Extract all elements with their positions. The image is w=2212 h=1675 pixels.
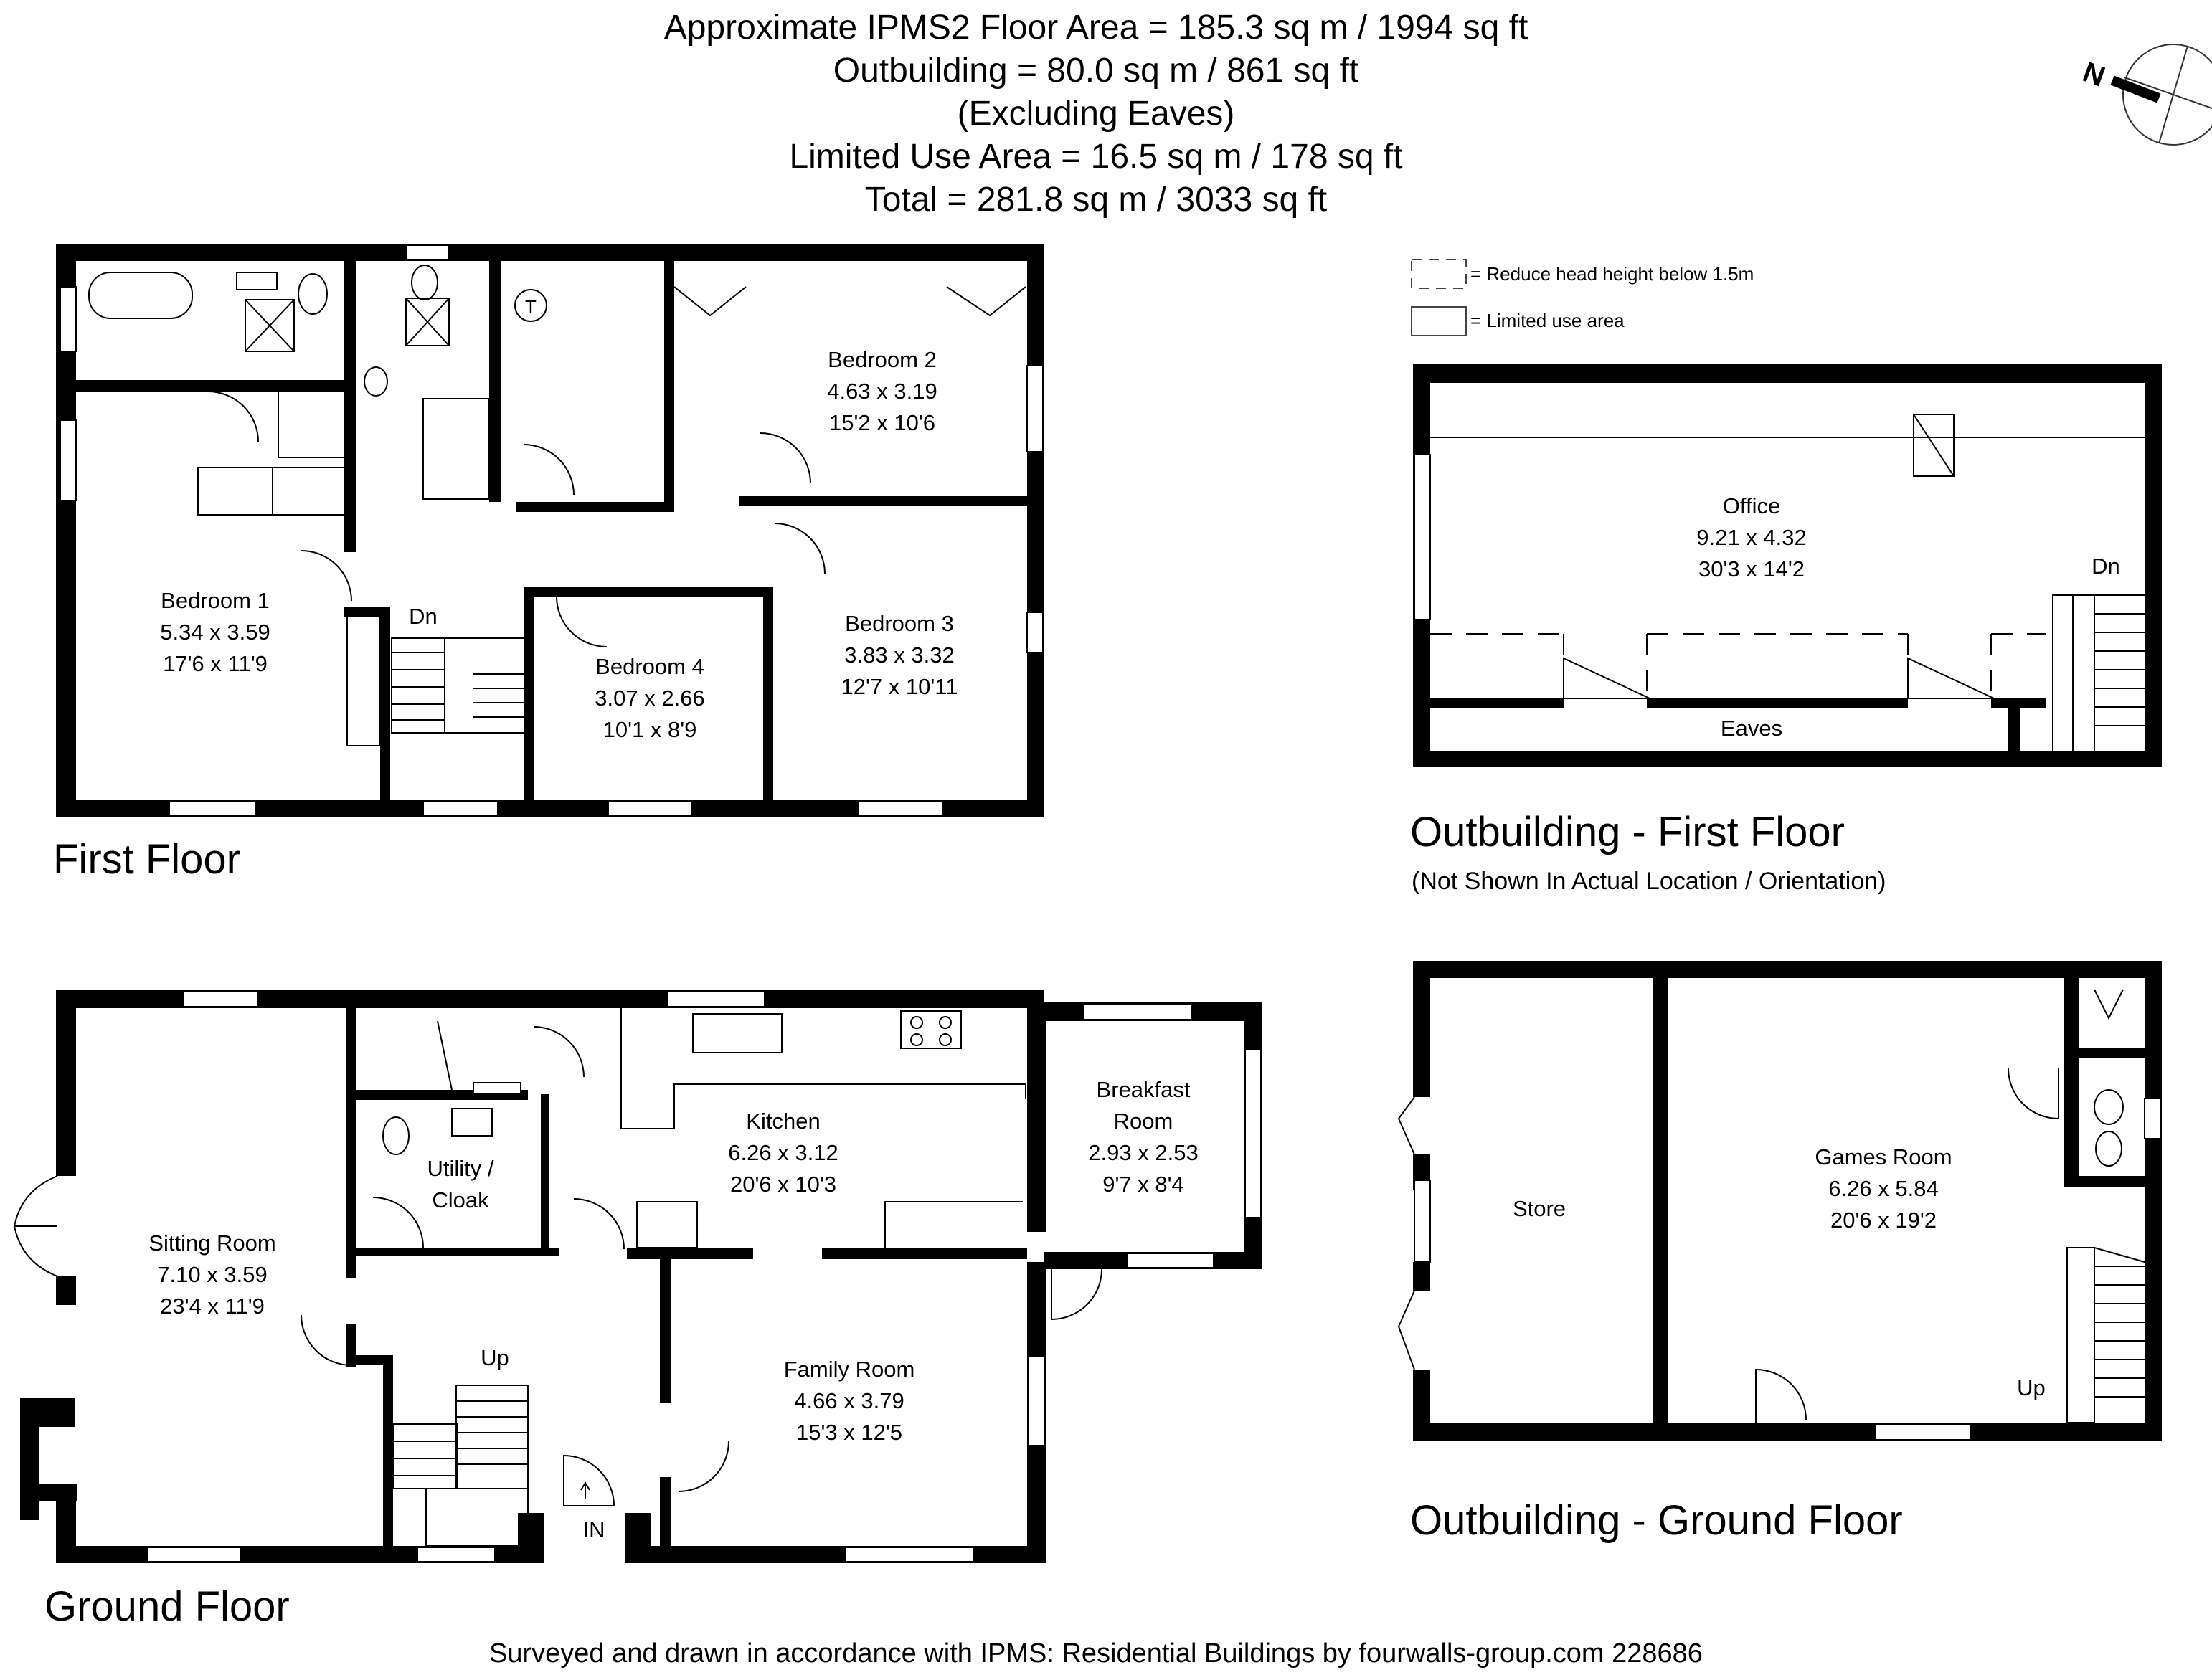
outbuilding-ground-stairs (2066, 1247, 2095, 1423)
header-line-3: (Excluding Eaves) (958, 95, 1235, 133)
hob-icon (900, 1010, 962, 1049)
breakfast-room-name-1: Breakfast (1097, 1077, 1191, 1102)
sitting-room-imperial: 23'4 x 11'9 (160, 1294, 265, 1319)
sink-icon (692, 1013, 783, 1053)
shower-icon (278, 391, 345, 458)
kitchen-name: Kitchen (746, 1109, 820, 1134)
water-tank-label: T (525, 296, 537, 318)
header-line-4: Limited Use Area = 16.5 sq m / 178 sq ft (789, 138, 1402, 176)
basin-icon (236, 272, 278, 290)
utility-name-2: Cloak (432, 1187, 489, 1213)
shower-icon-3 (2094, 989, 2124, 1020)
bedroom1-imperial: 17'6 x 11'9 (163, 651, 268, 676)
bedroom2-metric: 4.63 x 3.19 (827, 379, 937, 404)
outbuilding-first-windows (1414, 454, 1431, 620)
games-room-name: Games Room (1815, 1144, 1952, 1169)
bedroom4-metric: 3.07 x 2.66 (595, 685, 704, 711)
header-line-2: Outbuilding = 80.0 sq m / 861 sq ft (833, 52, 1358, 90)
outbuilding-ground-labels: Store Games Room 6.26 x 5.84 20'6 x 19'2… (1513, 1144, 2046, 1400)
legend: = Reduce head height below 1.5m = Limite… (1411, 259, 1754, 336)
first-floor-plan: Bedroom 1 5.34 x 3.59 17'6 x 11'9 Bedroo… (53, 244, 1044, 883)
ground-floor-labels: Sitting Room 7.10 x 3.59 23'4 x 11'9 Kit… (148, 1077, 1198, 1542)
ground-floor-windows (147, 990, 1262, 1562)
ground-floor-stair-label: Up (481, 1345, 509, 1370)
basin-icon-4 (2094, 1089, 2124, 1125)
header-line-1: Approximate IPMS2 Floor Area = 185.3 sq … (664, 9, 1528, 47)
ground-floor-plan: Sitting Room 7.10 x 3.59 23'4 x 11'9 Kit… (13, 990, 1262, 1630)
first-floor-title: First Floor (53, 836, 240, 883)
area-summary: Approximate IPMS2 Floor Area = 185.3 sq … (664, 9, 1528, 219)
outbuilding-first-labels: Office 9.21 x 4.32 30'3 x 14'2 Eaves Dn (1696, 493, 2120, 741)
family-room-metric: 4.66 x 3.79 (794, 1388, 904, 1413)
family-room-name: Family Room (784, 1357, 915, 1382)
outbuilding-ground-fixtures (1397, 989, 2145, 1423)
bedroom1-metric: 5.34 x 3.59 (160, 620, 270, 645)
breakfast-room-metric: 2.93 x 2.53 (1088, 1140, 1198, 1165)
outbuilding-first-stair-label: Dn (2092, 554, 2120, 579)
bedroom2-name: Bedroom 2 (828, 347, 937, 372)
bath-icon (88, 272, 193, 319)
first-floor-windows (60, 245, 1044, 817)
office-metric: 9.21 x 4.32 (1696, 525, 1806, 550)
compass-north-label: N (2079, 56, 2109, 92)
survey-credit: Surveyed and drawn in accordance with IP… (489, 1638, 1703, 1669)
family-room-imperial: 15'3 x 12'5 (796, 1420, 902, 1445)
entrance-label: IN (583, 1517, 605, 1542)
eaves-label: Eaves (1721, 716, 1782, 741)
first-floor-walls (56, 244, 1044, 817)
outbuilding-first-fixtures (1430, 414, 2145, 752)
ground-floor-title: Ground Floor (44, 1583, 290, 1630)
first-floor-labels: Bedroom 1 5.34 x 3.59 17'6 x 11'9 Bedroo… (160, 296, 958, 742)
breakfast-room-imperial: 9'7 x 8'4 (1102, 1172, 1184, 1197)
bedroom2-imperial: 15'2 x 10'6 (829, 410, 935, 435)
outbuilding-ground-floor-plan: Store Games Room 6.26 x 5.84 20'6 x 19'2… (1397, 961, 2162, 1544)
office-imperial: 30'3 x 14'2 (1698, 556, 1805, 582)
games-room-imperial: 20'6 x 19'2 (1830, 1207, 1937, 1233)
bedroom4-imperial: 10'1 x 8'9 (603, 717, 697, 742)
first-floor-fixtures (88, 265, 1026, 746)
basin-icon-3 (451, 1108, 493, 1137)
store-name: Store (1513, 1196, 1566, 1221)
toilet-icon (298, 273, 328, 315)
sitting-room-name: Sitting Room (148, 1230, 275, 1256)
bedroom3-metric: 3.83 x 3.32 (844, 642, 954, 668)
legend-reduced-head-height: = Reduce head height below 1.5m (1470, 263, 1754, 285)
outbuilding-first-floor-plan: Office 9.21 x 4.32 30'3 x 14'2 Eaves Dn … (1410, 364, 2162, 895)
sitting-room-metric: 7.10 x 3.59 (157, 1262, 267, 1287)
outbuilding-ground-stair-label: Up (2017, 1375, 2046, 1400)
office-name: Office (1723, 493, 1780, 518)
bedroom1-name: Bedroom 1 (161, 588, 270, 613)
ground-floor-fixtures (13, 1008, 1102, 1547)
toilet-icon-2 (411, 265, 438, 300)
first-floor-stairs (391, 637, 526, 734)
toilet-icon-3 (382, 1116, 410, 1155)
bedroom3-name: Bedroom 3 (845, 611, 954, 636)
outbuilding-ground-windows (1414, 1098, 2161, 1441)
outbuilding-first-note: (Not Shown In Actual Location / Orientat… (1412, 868, 1886, 895)
kitchen-metric: 6.26 x 3.12 (728, 1140, 838, 1165)
bedroom3-imperial: 12'7 x 10'11 (841, 674, 958, 699)
kitchen-imperial: 20'6 x 10'3 (730, 1172, 836, 1197)
utility-name-1: Utility / (427, 1156, 494, 1181)
water-tank-icon (514, 289, 547, 322)
breakfast-room-name-2: Room (1114, 1109, 1173, 1134)
legend-limited-use: = Limited use area (1470, 310, 1625, 331)
basin-icon-2 (364, 366, 388, 397)
toilet-icon-4 (2095, 1131, 2122, 1167)
header-line-5: Total = 281.8 sq m / 3033 sq ft (865, 181, 1327, 219)
compass-icon: N (2079, 44, 2212, 146)
outbuilding-first-title: Outbuilding - First Floor (1410, 809, 1845, 855)
bedroom4-name: Bedroom 4 (595, 654, 704, 679)
shower-icon-2 (422, 398, 490, 500)
games-room-metric: 6.26 x 5.84 (1828, 1176, 1938, 1201)
skylight-icon (1913, 414, 1955, 477)
outbuilding-first-walls (1413, 364, 2162, 767)
first-floor-stair-label: Dn (409, 604, 438, 629)
outbuilding-ground-title: Outbuilding - Ground Floor (1410, 1497, 1903, 1544)
